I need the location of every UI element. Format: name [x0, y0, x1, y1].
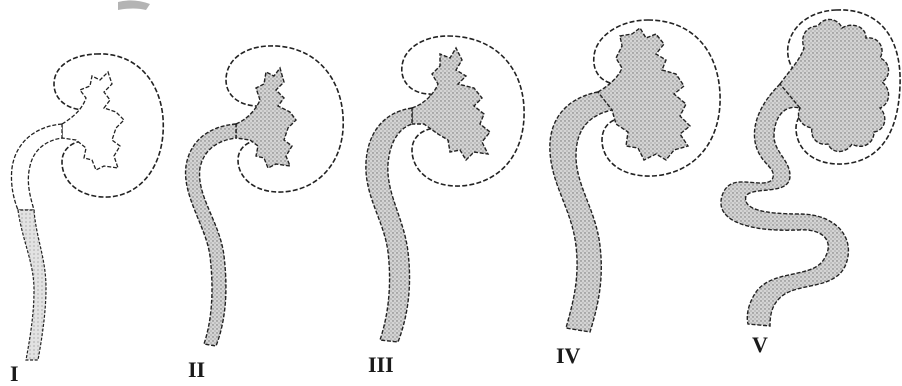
- stage-2-kidney: [186, 46, 344, 346]
- stage-1-kidney: [11, 54, 163, 360]
- stage-1-label: I: [10, 361, 19, 386]
- stage-2-label: II: [188, 357, 205, 382]
- stage-4-ureter: [550, 92, 612, 332]
- stage-3-ureter: [366, 108, 412, 342]
- stage-5-kidney: [721, 10, 900, 326]
- stage-4-kidney: [550, 20, 720, 332]
- top-smudge: [118, 0, 150, 10]
- stage-1-upper-ureter: [11, 124, 62, 210]
- stage-5-label: V: [752, 332, 768, 357]
- stage-3-kidney: [366, 36, 524, 342]
- stage-3-label: III: [368, 352, 394, 377]
- stage-1-ureter: [18, 210, 46, 360]
- stage-2-ureter: [186, 124, 236, 346]
- stage-4-label: IV: [556, 343, 581, 368]
